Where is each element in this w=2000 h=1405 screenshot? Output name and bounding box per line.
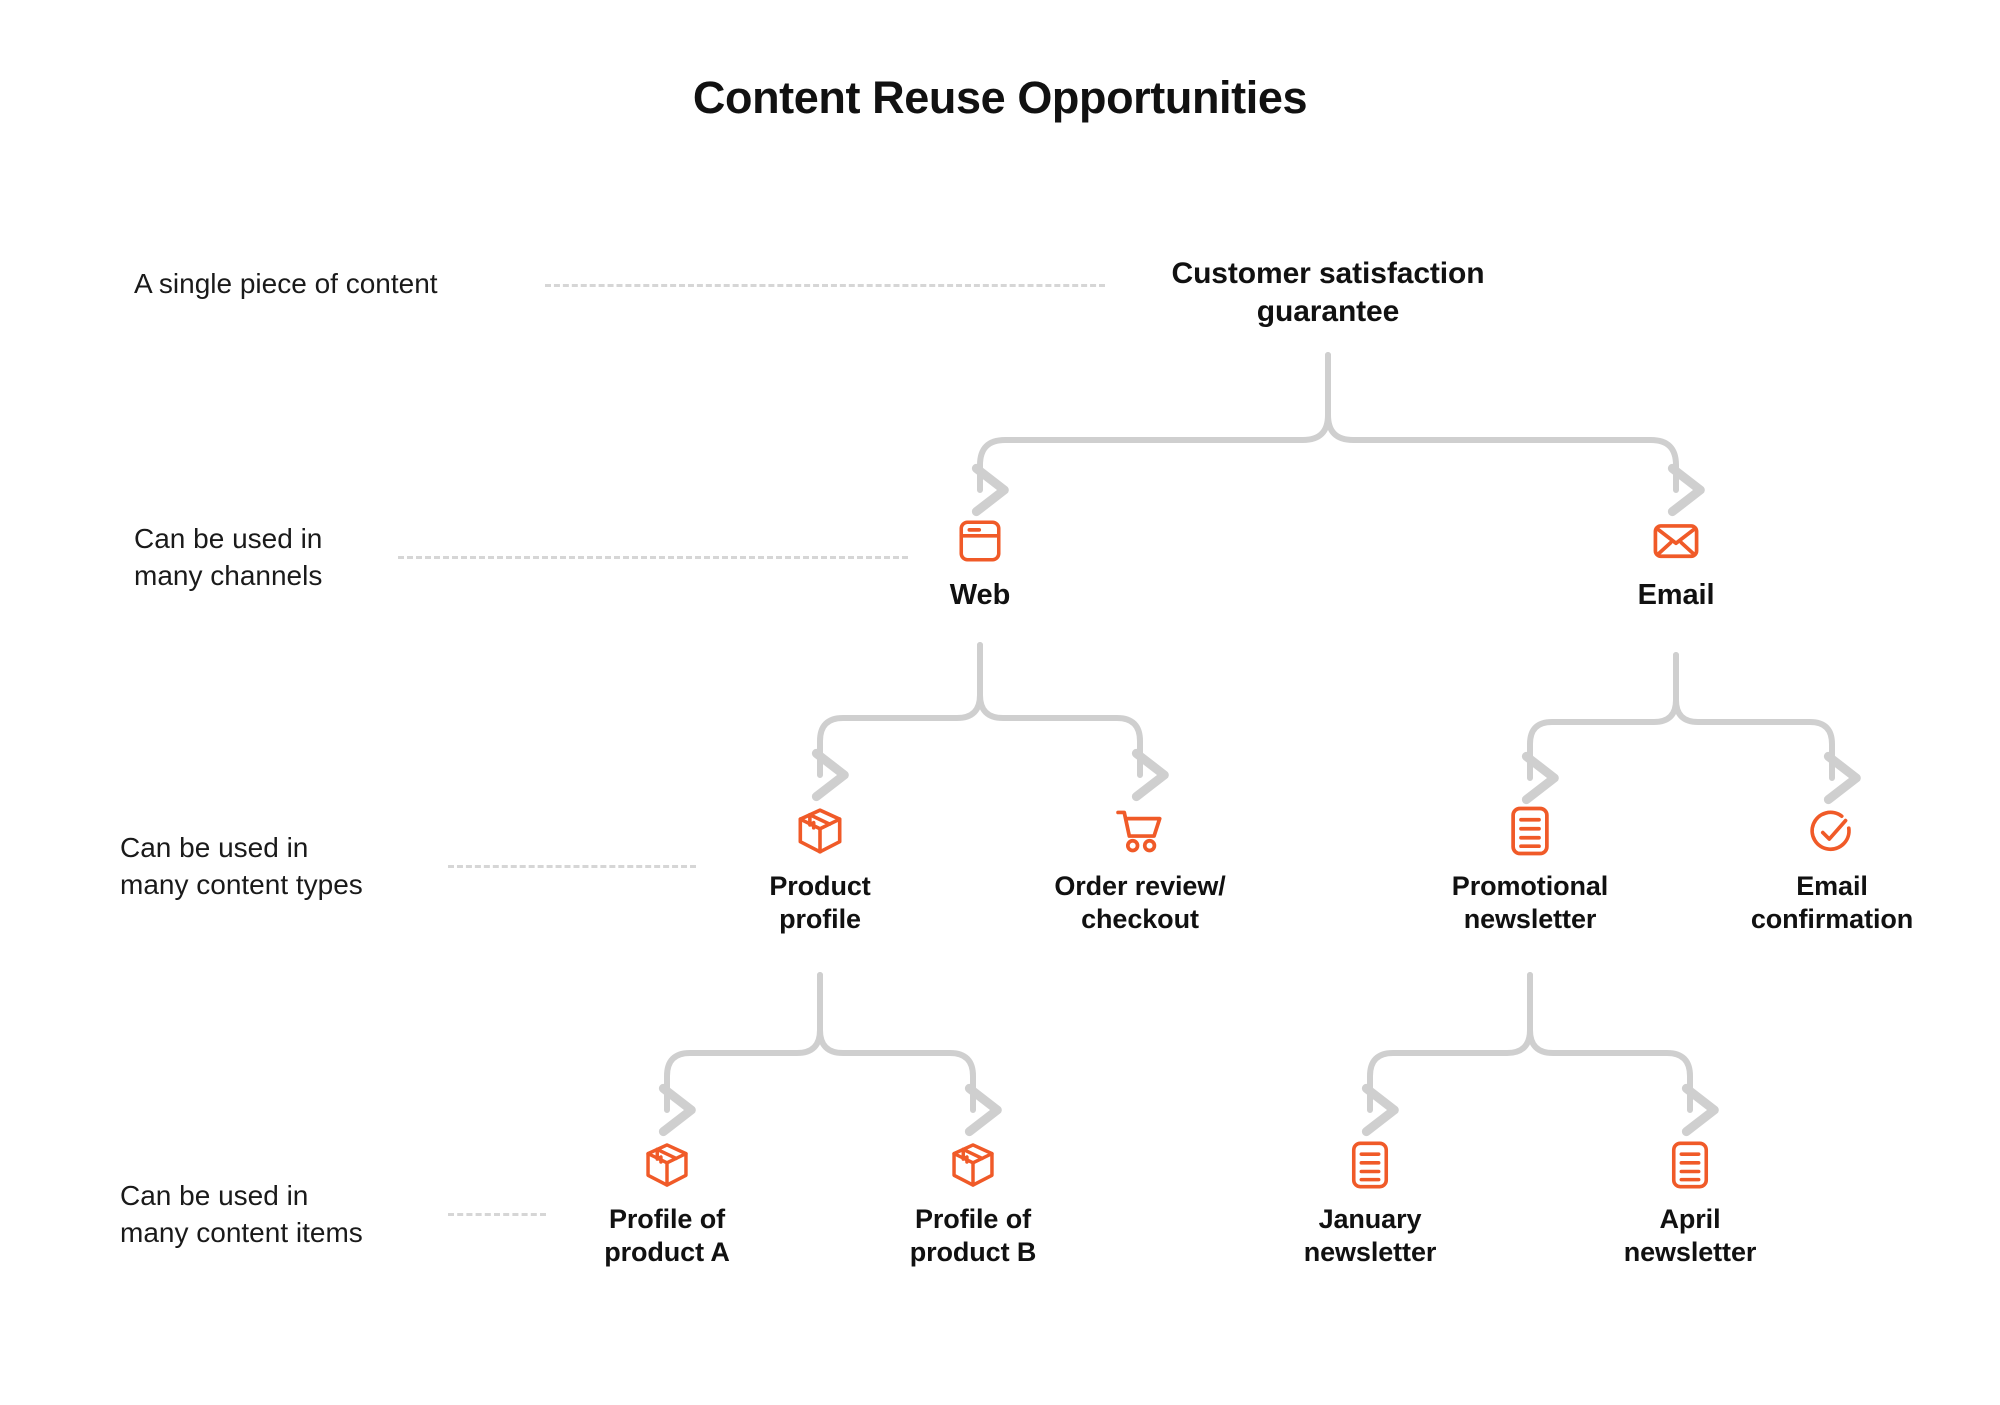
node-april-newsletter[interactable]: April newsletter (1520, 1133, 1860, 1269)
node-promotional-newsletter[interactable]: Promotional newsletter (1360, 800, 1700, 936)
row-label-content-items: Can be used in many content items (120, 1180, 363, 1248)
edge-root-to-email (1325, 352, 1705, 517)
check-circle-icon (1662, 800, 2000, 858)
node-product-profile-label: Product profile (769, 871, 871, 934)
node-root-label: Customer satisfaction guarantee (1171, 257, 1485, 328)
leader-line-channels (398, 556, 908, 559)
node-email-confirmation[interactable]: Email confirmation (1662, 800, 2000, 936)
page-title: Content Reuse Opportunities (692, 72, 1308, 123)
leader-line-content-items (448, 1213, 546, 1216)
document-lines-icon (1360, 800, 1700, 858)
edge-promo-to-january (1361, 972, 1533, 1137)
node-web-label: Web (949, 579, 1011, 611)
node-order-review-checkout[interactable]: Order review/ checkout (970, 800, 1310, 936)
edge-web-to-order-review (977, 642, 1169, 802)
document-lines-icon (1520, 1133, 1860, 1191)
row-label-content-types: Can be used in many content types (120, 832, 363, 900)
edge-email-to-email-confirmation (1673, 652, 1861, 805)
row-label-single-content: A single piece of content (134, 268, 438, 299)
row-label-channels: Can be used in many channels (134, 523, 323, 591)
node-email-confirmation-label: Email confirmation (1750, 871, 1914, 934)
node-profile-product-a-label: Profile of product A (604, 1204, 730, 1267)
package-box-icon (502, 1133, 832, 1191)
node-profile-product-b-label: Profile of product B (909, 1204, 1037, 1267)
node-promotional-newsletter-label: Promotional newsletter (1451, 871, 1609, 934)
edge-product-profile-to-a (658, 972, 823, 1137)
package-box-icon (808, 1133, 1138, 1191)
shopping-cart-icon (970, 800, 1310, 858)
node-january-newsletter-label: January newsletter (1303, 1204, 1437, 1267)
node-april-newsletter-label: April newsletter (1623, 1204, 1757, 1267)
edge-promo-to-april (1527, 972, 1719, 1137)
node-email[interactable]: Email (1526, 508, 1826, 613)
edge-web-to-product-profile (811, 642, 983, 802)
browser-window-icon (830, 508, 1130, 566)
node-product-profile[interactable]: Product profile (655, 800, 985, 936)
node-web[interactable]: Web (830, 508, 1130, 613)
edge-product-profile-to-b (817, 972, 1002, 1137)
leader-line-content-types (448, 865, 696, 868)
node-profile-product-b[interactable]: Profile of product B (808, 1133, 1138, 1269)
leader-line-single-content (545, 284, 1105, 287)
node-email-label: Email (1637, 579, 1715, 611)
node-order-review-checkout-label: Order review/ checkout (1054, 871, 1226, 934)
document-lines-icon (1200, 1133, 1540, 1191)
envelope-icon (1526, 508, 1826, 566)
node-profile-product-a[interactable]: Profile of product A (502, 1133, 832, 1269)
edge-root-to-web (971, 352, 1331, 517)
package-box-icon (655, 800, 985, 858)
node-root[interactable]: Customer satisfaction guarantee (1068, 255, 1588, 330)
edge-email-to-promo-newsletter (1521, 652, 1679, 805)
node-january-newsletter[interactable]: January newsletter (1200, 1133, 1540, 1269)
